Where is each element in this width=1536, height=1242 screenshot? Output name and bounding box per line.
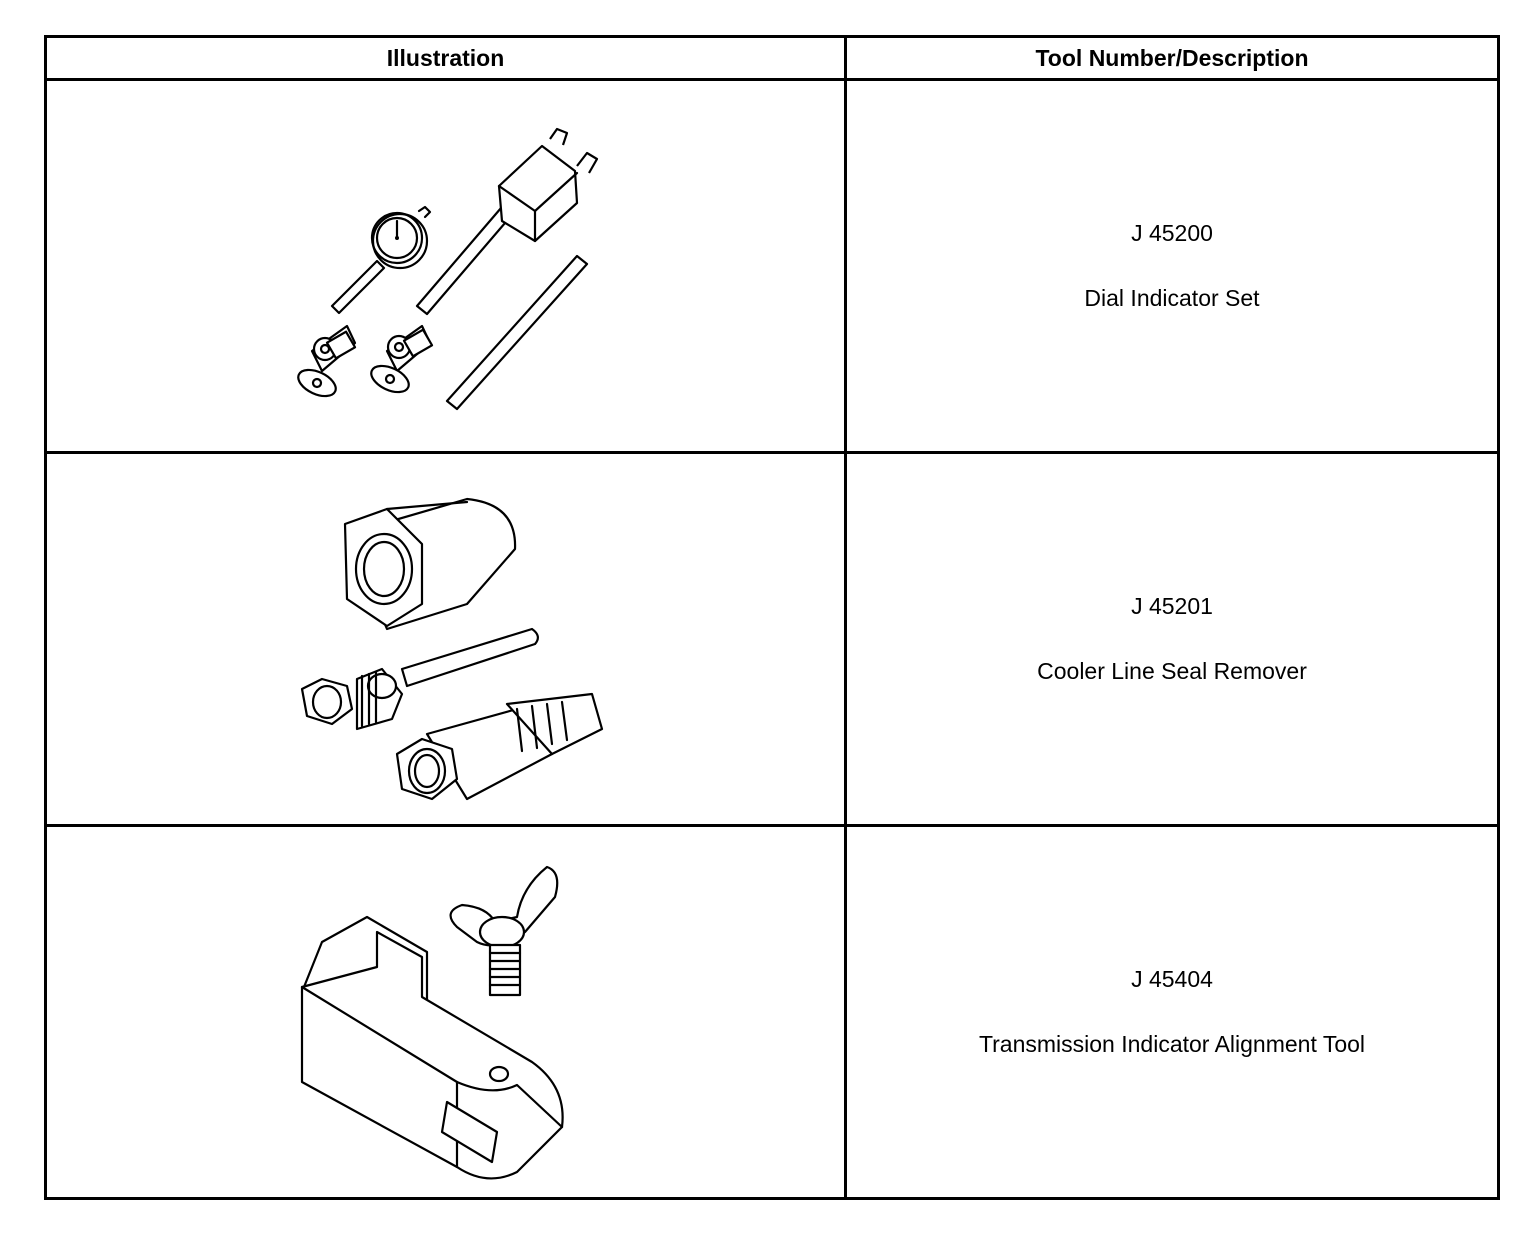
rod-icon [445,254,589,411]
header-tool-number-description: Tool Number/Description [844,35,1500,81]
tool-description: Dial Indicator Set [1084,285,1260,311]
table-header-row: Illustration Tool Number/Description [44,35,1500,81]
header-illustration: Illustration [44,35,847,81]
clamp-icon [297,324,357,398]
special-tools-table: Illustration Tool Number/Description [44,35,1500,1200]
dial-indicator-set-icon [297,127,599,411]
seal-remover-rod-icon [300,627,539,731]
table-row: J 45404 Transmission Indicator Alignment… [44,824,1500,1200]
wing-nut-icon [449,865,559,949]
transmission-indicator-alignment-tool-icon [300,865,564,1180]
tool-description: Cooler Line Seal Remover [1037,658,1307,684]
tool-number: J 45404 [1131,966,1213,992]
tool-description-cell: J 45201 Cooler Line Seal Remover [844,451,1500,827]
hex-socket-icon [343,497,517,631]
illustration-cell [44,78,847,454]
illustration-cell [44,824,847,1200]
bolt-icon [488,943,522,997]
tool-number: J 45200 [1131,220,1213,246]
tool-description: Transmission Indicator Alignment Tool [978,1031,1366,1057]
extension-rod-icon [415,127,599,316]
cooler-line-seal-remover-icon [300,497,604,801]
tool-description-cell: J 45200 Dial Indicator Set [844,78,1500,454]
alignment-bracket-icon [300,915,564,1180]
table-row: J 45201 Cooler Line Seal Remover [44,451,1500,827]
dial-gauge-icon [330,205,432,315]
tool-description-cell: J 45404 Transmission Indicator Alignment… [844,824,1500,1200]
threaded-collet-icon [395,692,604,801]
table-row: J 45200 Dial Indicator Set [44,78,1500,454]
illustration-cell [44,451,847,827]
clamp-icon [370,324,434,394]
tool-number: J 45201 [1131,593,1213,619]
